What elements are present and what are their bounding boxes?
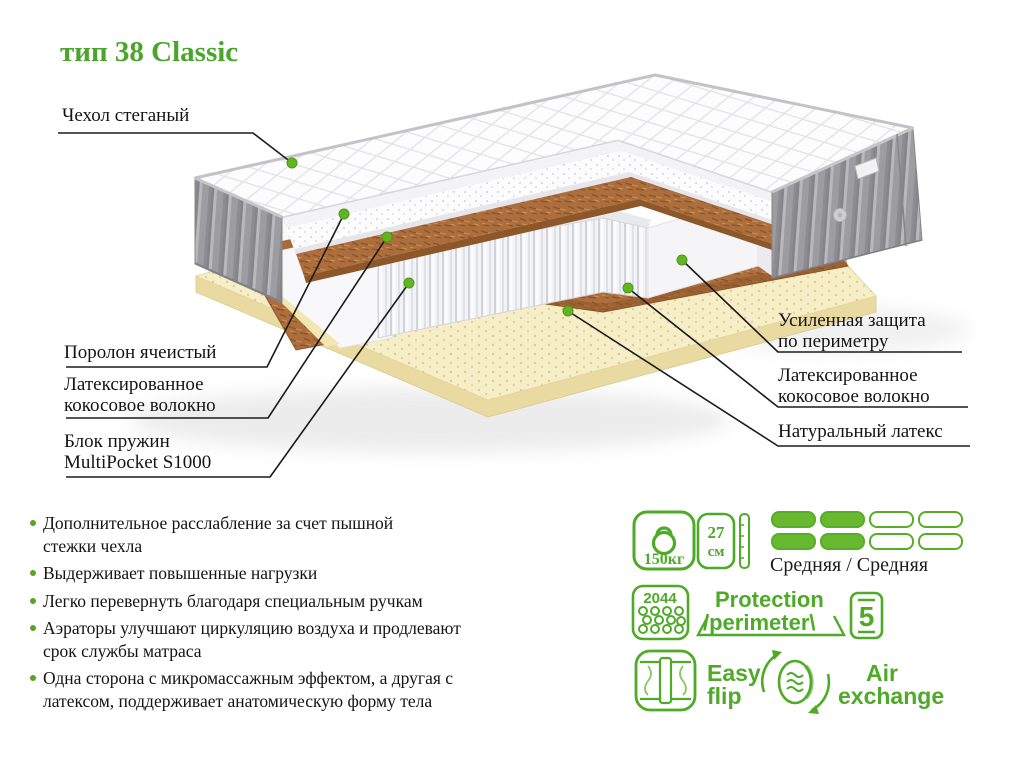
quilted-top	[193, 73, 915, 218]
feature-item: Дополнительное расслабление за счет пышн…	[30, 512, 630, 557]
bullet-icon	[30, 675, 36, 681]
easy-flip-icon	[634, 649, 697, 712]
layer-marker-dots	[286, 157, 688, 317]
height-value: 27	[708, 523, 726, 542]
max-weight-value: 150кг	[644, 551, 684, 568]
warranty-years-value: 5	[859, 601, 875, 632]
feature-item: Аэраторы улучшают циркуляцию воздуха и п…	[30, 617, 630, 662]
callout-foam: Поролон ячеистый	[64, 342, 216, 363]
air-waves	[786, 672, 804, 692]
easy-flip-label: Easy flip	[707, 660, 761, 709]
height-unit: см	[708, 544, 725, 560]
left-side-panel	[194, 176, 283, 304]
air-exchange-icon	[761, 650, 831, 714]
callout-coco-right: Латексированное кокосовое волокно	[778, 365, 930, 407]
springs-dots	[638, 606, 686, 634]
foam-layer	[286, 151, 786, 255]
top-coco-layer	[296, 177, 796, 283]
bullet-icon	[30, 570, 36, 576]
kettlebell-body	[651, 530, 677, 556]
callout-perimeter: Усиленная защита по периметру	[778, 310, 926, 352]
max-weight-icon: 150кг	[632, 510, 696, 571]
bullet-icon	[30, 520, 36, 526]
mattress-tag	[854, 157, 880, 180]
air-exchange-label: Air exchange	[838, 660, 945, 709]
mattress-height-icon: 27 см	[696, 512, 750, 570]
perimeter-outline-icon	[696, 615, 846, 637]
kettlebell-handle	[655, 526, 673, 536]
callout-cover: Чехол стеганый	[62, 105, 189, 126]
feature-item: Выдерживает повышенные нагрузки	[30, 562, 630, 585]
warranty-5-icon: 5	[849, 591, 884, 640]
feature-item: Одна сторона с микромассажным эффектом, …	[30, 667, 630, 712]
callout-foam-line: Поролон ячеистый	[64, 342, 217, 363]
springs-count-value: 2044	[643, 590, 677, 607]
feature-item: Легко перевернуть благодаря специальным …	[30, 590, 630, 613]
callout-lines	[58, 132, 970, 478]
callout-latex: Натуральный латекс	[778, 421, 943, 442]
feature-list: Дополнительное расслабление за счет пышн…	[30, 512, 630, 717]
page-title: тип 38 Classic	[60, 36, 239, 68]
firmness-scale	[771, 511, 963, 550]
bullet-icon	[30, 597, 36, 604]
flip-handle	[658, 656, 673, 705]
callout-cover-line: Чехол стеганый	[62, 105, 190, 126]
fabric-waves	[644, 665, 687, 696]
protection-perimeter-badge: Protection /perimeter\	[703, 587, 824, 635]
ruler-icon	[739, 513, 750, 569]
firmness-label: Средняя / Средняя	[770, 554, 929, 576]
bullet-icon	[30, 625, 36, 631]
right-side-panel	[771, 126, 923, 279]
callout-springs: Блок пружин MultiPocket S1000	[64, 431, 212, 473]
callout-coco-left: Латексированное кокосовое волокно	[64, 374, 216, 416]
springs-count-icon: 2044	[631, 584, 690, 641]
